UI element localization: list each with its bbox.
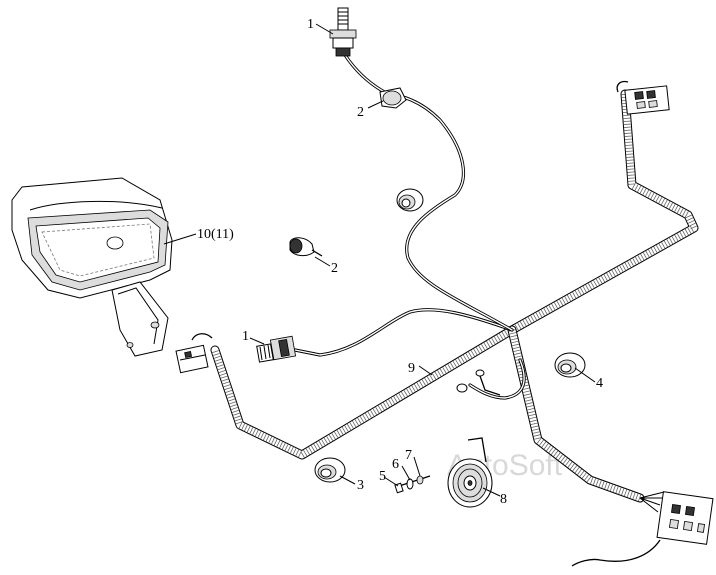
switch-left <box>256 335 297 363</box>
label-switch-top: 1 <box>307 17 314 32</box>
connector-top-right <box>616 80 670 115</box>
label-washer: 6 <box>392 457 399 472</box>
ground-eyelet <box>456 369 501 396</box>
label-switch-left: 1 <box>242 329 249 344</box>
label-bolt: 5 <box>379 469 386 484</box>
label-nut: 7 <box>405 448 412 463</box>
label-headlamp: 10(11) <box>197 227 234 242</box>
label-clip-middle: 2 <box>331 261 338 276</box>
grommet-bottom <box>314 457 346 483</box>
headlamp <box>11 177 173 357</box>
switch-top <box>329 7 357 57</box>
grommet-right <box>554 352 586 378</box>
connector-bottom <box>571 491 714 567</box>
label-harness: 9 <box>408 361 415 376</box>
label-horn: 8 <box>500 492 507 507</box>
grommet-upper <box>396 188 424 212</box>
clip-top <box>379 87 407 109</box>
label-grommet-bottom: 3 <box>357 478 364 493</box>
harness-branch-bottom <box>507 325 645 503</box>
clip-middle <box>289 237 323 257</box>
label-grommet-right: 4 <box>596 376 603 391</box>
main-harness-cable <box>210 89 699 460</box>
connector-left <box>175 333 213 374</box>
leader-lines <box>163 23 596 497</box>
horn <box>447 437 493 508</box>
bolt-washer-nut <box>394 475 431 494</box>
label-clip-top: 2 <box>357 105 364 120</box>
